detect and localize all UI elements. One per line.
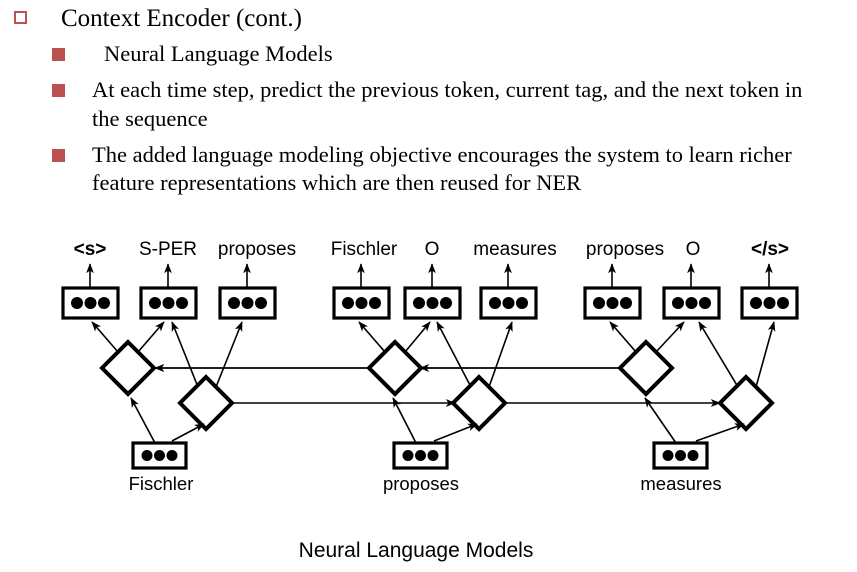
forward-cell-group — [177, 374, 775, 432]
figure-caption: Neural Language Models — [299, 539, 534, 562]
slide-text-block: Context Encoder (cont.) Neural Language … — [0, 0, 857, 198]
output-label-7: O — [686, 239, 701, 260]
output-label-3: Fischler — [331, 239, 398, 260]
output-unit-box-2 — [218, 286, 277, 320]
page-title: Context Encoder (cont.) — [61, 5, 302, 32]
slide-title-row: Context Encoder (cont.) — [0, 4, 857, 33]
bullet-item-1: At each time step, predict the previous … — [0, 76, 857, 134]
output-unit-box-group — [61, 286, 799, 320]
cell-to-output-arrow-group — [91, 321, 776, 388]
output-label-2: proposes — [218, 239, 296, 260]
output-unit-box-3 — [332, 286, 391, 320]
input-label-0: Fischler — [129, 473, 194, 494]
backward-lstm-cell-2 — [617, 339, 675, 397]
backward-cell-group — [99, 339, 675, 397]
input-label-2: measures — [640, 473, 721, 494]
backward-lstm-cell-1 — [366, 339, 424, 397]
neural-language-model-diagram: <s> S-PER proposes Fischler O measures p… — [0, 228, 857, 572]
input-unit-box-group — [131, 441, 709, 470]
bullet-item-2: The added language modeling objective en… — [0, 141, 857, 199]
output-label-4: O — [425, 239, 440, 260]
forward-lstm-cell-1 — [450, 374, 508, 432]
backward-lstm-cell-0 — [99, 339, 157, 397]
output-unit-box-0 — [61, 286, 120, 320]
square-filled-bullet-icon — [52, 76, 74, 98]
forward-lstm-cell-2 — [717, 374, 775, 432]
bullet-text-1: At each time step, predict the previous … — [92, 77, 803, 131]
input-label-group: Fischler proposes measures — [129, 473, 722, 494]
output-unit-box-1 — [139, 286, 198, 320]
square-filled-bullet-icon — [52, 141, 74, 162]
forward-lstm-cell-0 — [177, 374, 235, 432]
output-unit-box-7 — [662, 286, 721, 320]
output-label-group: <s> S-PER proposes Fischler O measures p… — [74, 239, 789, 260]
bullet-text-0: Neural Language Models — [104, 41, 333, 67]
output-unit-box-4 — [403, 286, 462, 320]
output-label-5: measures — [473, 239, 556, 260]
input-unit-box-0 — [131, 441, 188, 470]
square-outline-bullet-icon — [14, 4, 36, 24]
output-label-8: </s> — [751, 239, 789, 260]
input-to-cell-arrow-group — [130, 397, 745, 444]
bullet-item-0: Neural Language Models — [0, 40, 857, 69]
output-label-0: <s> — [74, 239, 107, 260]
output-label-6: proposes — [586, 239, 664, 260]
input-label-1: proposes — [383, 473, 459, 494]
bullet-text-2: The added language modeling objective en… — [92, 141, 792, 196]
output-unit-box-6 — [583, 286, 642, 320]
input-unit-box-2 — [652, 441, 709, 470]
output-label-1: S-PER — [139, 239, 197, 260]
output-unit-box-8 — [740, 286, 799, 320]
input-unit-box-1 — [392, 441, 449, 470]
square-filled-bullet-icon — [52, 40, 74, 62]
output-unit-box-5 — [479, 286, 538, 320]
output-arrow-group — [86, 263, 773, 288]
